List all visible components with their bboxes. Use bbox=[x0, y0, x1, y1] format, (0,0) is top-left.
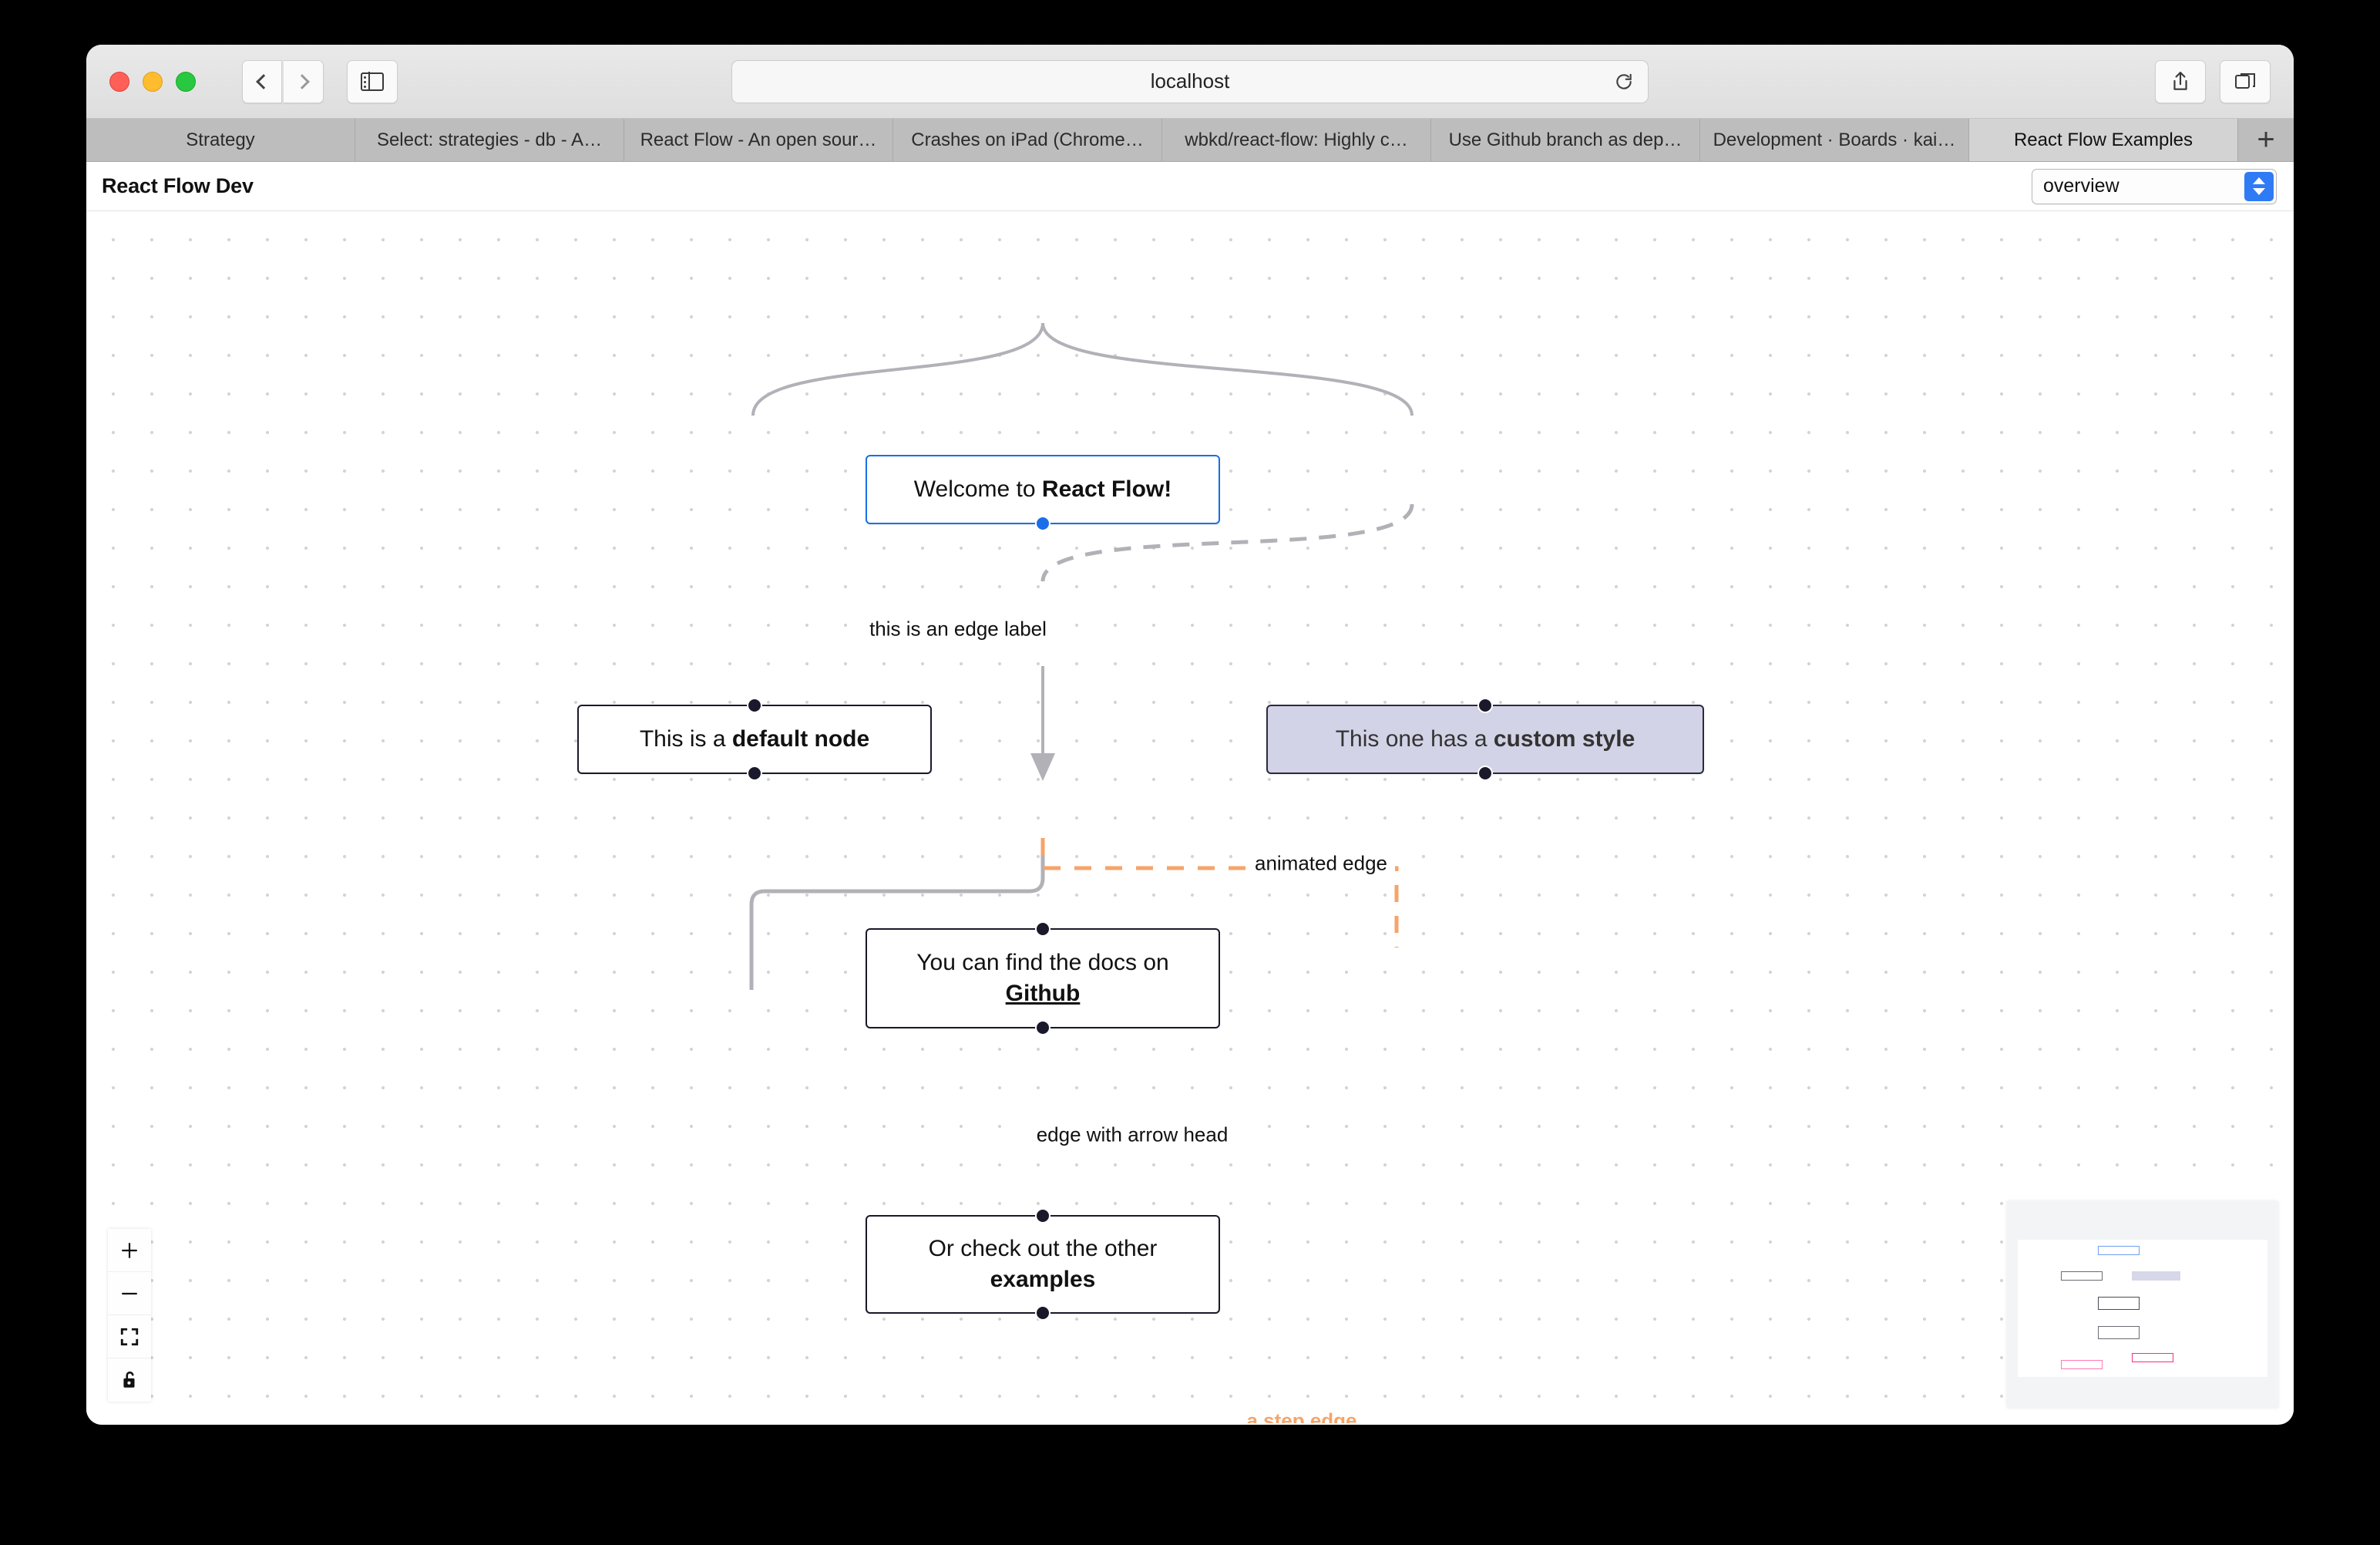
minimap-node-another-output bbox=[2132, 1353, 2173, 1362]
tab-crashes-on-ipad[interactable]: Crashes on iPad (Chrome… bbox=[893, 119, 1162, 161]
page-title: React Flow Dev bbox=[102, 174, 254, 197]
reload-icon[interactable] bbox=[1614, 72, 1634, 92]
node-docs-text: You can find the docs on Github bbox=[916, 950, 1169, 1006]
traffic-lights bbox=[109, 71, 196, 92]
tab-select-strategies[interactable]: Select: strategies - db - A… bbox=[355, 119, 624, 161]
handle-source[interactable] bbox=[1477, 766, 1493, 781]
browser-window: localhost bbox=[86, 45, 2294, 1425]
flow-controls bbox=[108, 1229, 151, 1402]
app-header: React Flow Dev overview bbox=[86, 162, 2294, 211]
share-button[interactable] bbox=[2155, 59, 2206, 103]
sidebar-toggle-icon bbox=[361, 72, 384, 91]
node-default[interactable]: This is a default node bbox=[577, 698, 932, 781]
maximize-window-button[interactable] bbox=[176, 71, 196, 92]
github-link[interactable]: Github bbox=[1005, 981, 1081, 1006]
handle-target[interactable] bbox=[1035, 1208, 1050, 1224]
node-welcome-text: Welcome to React Flow! bbox=[913, 476, 1172, 503]
tab-overview-button[interactable] bbox=[2220, 59, 2271, 103]
example-select-value: overview bbox=[2043, 175, 2119, 197]
close-window-button[interactable] bbox=[109, 71, 129, 92]
edge-label-edge-with-arrow-head: edge with arrow head bbox=[1028, 1121, 1236, 1149]
node-custom-style-text: This one has a custom style bbox=[1335, 726, 1635, 752]
chevron-left-icon bbox=[256, 73, 271, 89]
minimize-window-button[interactable] bbox=[143, 71, 163, 92]
tab-strategy[interactable]: Strategy bbox=[86, 119, 355, 161]
tab-wbkd-react-flow[interactable]: wbkd/react-flow: Highly c… bbox=[1162, 119, 1431, 161]
address-bar[interactable]: localhost bbox=[731, 59, 1649, 103]
tab-use-github-branch[interactable]: Use Github branch as dep… bbox=[1431, 119, 1700, 161]
node-welcome[interactable]: Welcome to React Flow! bbox=[866, 455, 1220, 531]
handle-source[interactable] bbox=[1035, 1020, 1050, 1035]
back-button[interactable] bbox=[242, 59, 282, 103]
toggle-interactivity-button[interactable] bbox=[108, 1358, 151, 1402]
zoom-out-button[interactable] bbox=[108, 1272, 151, 1315]
tab-react-flow-open-source[interactable]: React Flow - An open sour… bbox=[624, 119, 893, 161]
plus-icon bbox=[122, 1242, 137, 1258]
react-flow-canvas[interactable]: Welcome to React Flow! This is a default… bbox=[86, 211, 2294, 1423]
minimap-node-default bbox=[2061, 1271, 2103, 1281]
minimap-node-docs bbox=[2098, 1297, 2140, 1310]
minimap-viewport bbox=[2018, 1240, 2267, 1377]
tab-development-boards[interactable]: Development · Boards · kai… bbox=[1700, 119, 1969, 161]
fit-view-button[interactable] bbox=[108, 1315, 151, 1358]
tab-bar: Strategy Select: strategies - db - A… Re… bbox=[86, 119, 2294, 162]
minimap[interactable] bbox=[2007, 1201, 2278, 1408]
minimap-node-welcome bbox=[2098, 1246, 2140, 1255]
edge-label-this-is-an-edge-label: this is an edge label bbox=[862, 615, 1054, 643]
minimap-node-examples bbox=[2098, 1326, 2140, 1339]
address-bar-text: localhost bbox=[1150, 69, 1230, 93]
edge-label-animated-edge: animated edge bbox=[1246, 850, 1396, 877]
minimap-node-custom-style bbox=[2132, 1271, 2180, 1281]
handle-source[interactable] bbox=[1035, 1305, 1050, 1321]
browser-toolbar: localhost bbox=[86, 45, 2294, 119]
node-custom-style[interactable]: This one has a custom style bbox=[1266, 698, 1704, 781]
example-select[interactable]: overview bbox=[2032, 168, 2277, 204]
sidebar-toggle-button[interactable] bbox=[347, 59, 398, 103]
minimap-node-output bbox=[2061, 1360, 2103, 1369]
zoom-in-button[interactable] bbox=[108, 1229, 151, 1272]
edge-label-a-step-edge: a step edge bbox=[1239, 1407, 1365, 1423]
forward-button[interactable] bbox=[284, 59, 324, 103]
handle-source[interactable] bbox=[1035, 516, 1050, 531]
node-examples-text: Or check out the other examples bbox=[928, 1236, 1158, 1292]
new-tab-button[interactable]: + bbox=[2257, 123, 2275, 157]
handle-target[interactable] bbox=[1477, 698, 1493, 713]
node-examples[interactable]: Or check out the other examples bbox=[866, 1208, 1220, 1321]
handle-source[interactable] bbox=[747, 766, 762, 781]
node-default-text: This is a default node bbox=[639, 726, 870, 752]
minus-icon bbox=[122, 1292, 137, 1294]
node-docs[interactable]: You can find the docs on Github bbox=[866, 921, 1220, 1035]
edge-layer bbox=[749, 322, 1414, 990]
toolbar-right-buttons bbox=[2155, 59, 2271, 103]
chevron-right-icon bbox=[294, 73, 310, 89]
unlock-icon bbox=[123, 1372, 135, 1388]
navigation-buttons bbox=[242, 59, 324, 103]
tab-react-flow-examples[interactable]: React Flow Examples bbox=[1969, 119, 2238, 161]
chevron-updown-icon[interactable] bbox=[2244, 171, 2274, 201]
handle-target[interactable] bbox=[1035, 921, 1050, 937]
handle-target[interactable] bbox=[747, 698, 762, 713]
fit-view-icon bbox=[120, 1328, 139, 1345]
